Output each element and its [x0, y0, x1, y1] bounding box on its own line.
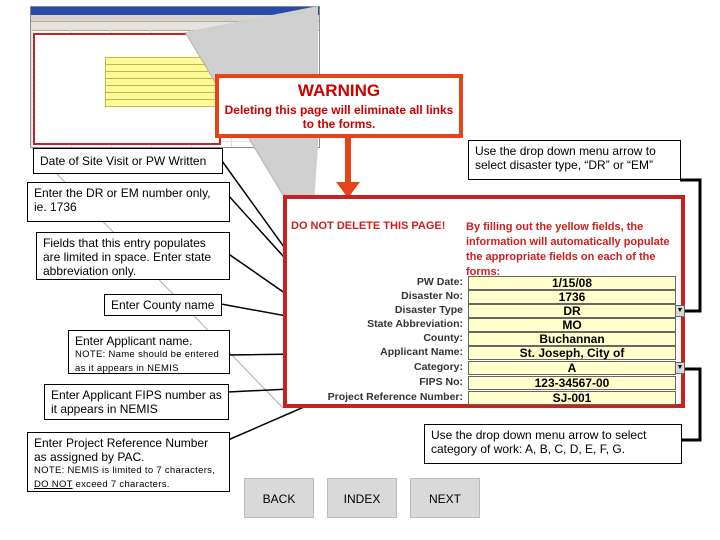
- label-fips: FIPS No:: [419, 376, 463, 388]
- callout-applicant: Enter Applicant name. NOTE: Name should …: [68, 330, 230, 374]
- label-pw-date: PW Date:: [416, 276, 463, 288]
- callout-date-text: Date of Site Visit or PW Written: [40, 154, 207, 168]
- dropdown-arrow-icon[interactable]: ▼: [675, 362, 685, 374]
- callout-project-ref: Enter Project Reference Number as assign…: [27, 432, 230, 492]
- index-button[interactable]: INDEX: [327, 478, 397, 518]
- callout-fips: Enter Applicant FIPS number as it appear…: [44, 384, 229, 420]
- callout-project-text: Enter Project Reference Number as assign…: [34, 436, 209, 464]
- form-intro: By filling out the yellow fields, the in…: [466, 221, 670, 278]
- warning-box: WARNING Deleting this page will eliminat…: [215, 74, 463, 138]
- callout-category-dropdown: Use the drop down menu arrow to select c…: [424, 424, 682, 464]
- back-button[interactable]: BACK: [244, 478, 314, 518]
- callout-category-text: Use the drop down menu arrow to select c…: [431, 428, 647, 456]
- category-value: A: [567, 361, 577, 375]
- warning-title: WARNING: [297, 81, 381, 100]
- callout-date: Date of Site Visit or PW Written: [33, 148, 223, 174]
- next-button[interactable]: NEXT: [410, 478, 480, 518]
- callout-county-text: Enter County name: [111, 298, 215, 312]
- county-field[interactable]: Buchannan: [468, 332, 676, 346]
- label-applicant: Applicant Name:: [380, 346, 463, 358]
- label-state: State Abbreviation:: [367, 318, 463, 330]
- callout-fips-text: Enter Applicant FIPS number as it appear…: [51, 388, 222, 416]
- label-project-ref: Project Reference Number:: [327, 391, 463, 403]
- callout-dr-number: Enter the DR or EM number only, ie. 1736: [27, 182, 230, 222]
- category-select[interactable]: A ▼: [468, 361, 685, 375]
- state-field[interactable]: MO: [468, 318, 676, 332]
- fips-field[interactable]: 123-34567-00: [468, 376, 676, 390]
- dropdown-arrow-icon[interactable]: ▼: [675, 305, 685, 317]
- label-county: County:: [423, 332, 463, 344]
- connector-category: [682, 367, 702, 442]
- callout-state-text: Fields that this entry populates are lim…: [43, 236, 212, 278]
- disaster-type-select[interactable]: DR ▼: [468, 304, 685, 318]
- thumbnail-titlebar: [31, 7, 319, 15]
- project-note-underlined: DO NOT: [34, 479, 73, 490]
- project-ref-field[interactable]: SJ-001: [468, 391, 676, 405]
- disaster-type-value: DR: [563, 304, 581, 318]
- callout-project-note: NOTE: NEMIS is limited to 7 characters, …: [34, 464, 223, 492]
- callout-applicant-note: NOTE: Name should be entered as it appea…: [75, 349, 220, 374]
- disaster-no-field[interactable]: 1736: [468, 290, 676, 304]
- applicant-field[interactable]: St. Joseph, City of: [468, 346, 676, 360]
- callout-applicant-text: Enter Applicant name.: [75, 334, 193, 348]
- label-disaster-type: Disaster Type: [394, 304, 463, 316]
- callout-dr-number-text: Enter the DR or EM number only, ie. 1736: [34, 186, 211, 214]
- callout-dropdown-dr: Use the drop down menu arrow to select d…: [468, 140, 681, 180]
- warning-arrow-shaft: [345, 138, 351, 182]
- warning-arrow-head: [336, 182, 360, 198]
- pw-date-field[interactable]: 1/15/08: [468, 276, 676, 290]
- connector-dropdown-dr: [680, 178, 702, 313]
- callout-dropdown-dr-text: Use the drop down menu arrow to select d…: [475, 144, 656, 172]
- form-title: DO NOT DELETE THIS PAGE!: [291, 220, 446, 232]
- callout-county: Enter County name: [104, 294, 222, 316]
- callout-state: Fields that this entry populates are lim…: [36, 232, 230, 280]
- label-disaster-no: Disaster No:: [401, 290, 463, 302]
- label-category: Category:: [413, 361, 463, 373]
- project-note-prefix: NOTE: NEMIS is limited to 7 characters,: [34, 465, 216, 476]
- warning-text: Deleting this page will eliminate all li…: [224, 103, 454, 131]
- project-note-suffix: exceed 7 characters.: [72, 479, 170, 490]
- thumbnail-menubar: [31, 15, 319, 22]
